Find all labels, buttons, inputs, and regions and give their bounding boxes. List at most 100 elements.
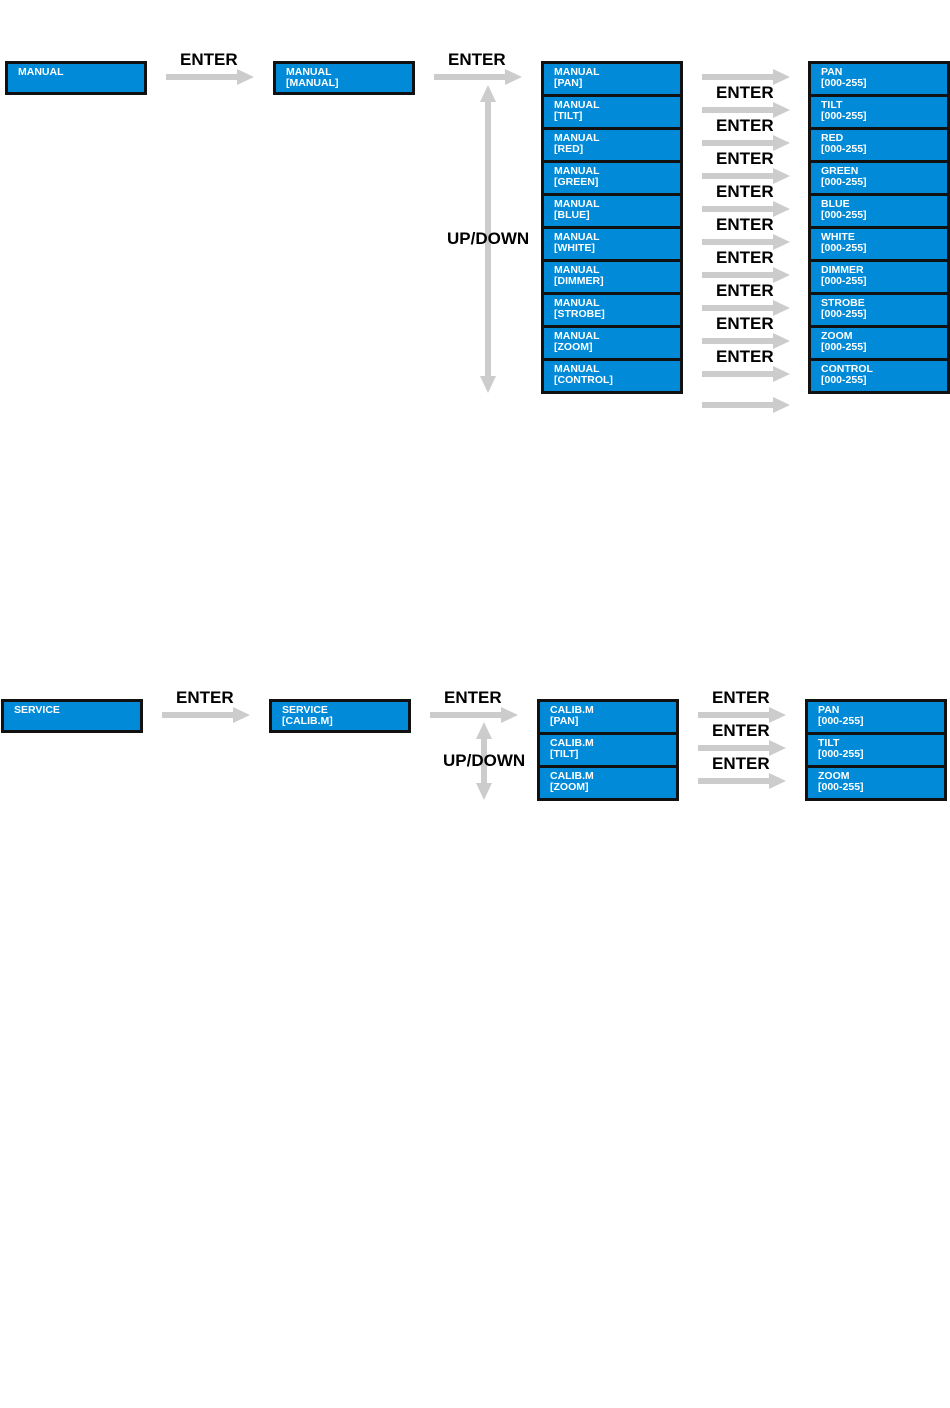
manual-item-display: MANUAL[PAN] bbox=[541, 61, 683, 97]
manual-item-display: MANUAL[GREEN] bbox=[541, 160, 683, 196]
manual-item-display: MANUAL[STROBE] bbox=[541, 292, 683, 328]
lcd-line: [000-255] bbox=[821, 275, 867, 287]
manual-value-display: RED[000-255] bbox=[808, 127, 950, 163]
enter-label: ENTER bbox=[716, 149, 774, 168]
right-arrow-icon bbox=[702, 135, 790, 151]
right-arrow-icon bbox=[702, 201, 790, 217]
lcd-line: [PAN] bbox=[550, 715, 579, 727]
lcd-line: MANUAL bbox=[554, 297, 600, 309]
lcd-line: [RED] bbox=[554, 143, 584, 155]
lcd-line: [DIMMER] bbox=[554, 275, 604, 287]
service-menu-display: SERVICE[CALIB.M] bbox=[269, 699, 411, 733]
lcd-line: CALIB.M bbox=[550, 737, 594, 749]
lcd-line: CONTROL bbox=[821, 363, 873, 375]
lcd-line: [000-255] bbox=[818, 781, 864, 793]
lcd-line: [STROBE] bbox=[554, 308, 605, 320]
right-arrow-icon bbox=[702, 102, 790, 118]
service-value-display: TILT[000-255] bbox=[805, 732, 947, 768]
up-down-arrow-icon bbox=[476, 722, 492, 800]
right-arrow-icon bbox=[702, 69, 790, 85]
up-down-arrow-icon bbox=[480, 85, 496, 393]
right-arrow-icon bbox=[702, 267, 790, 283]
lcd-line: CALIB.M bbox=[550, 770, 594, 782]
lcd-line: [000-255] bbox=[821, 209, 867, 221]
lcd-line: [000-255] bbox=[821, 308, 867, 320]
lcd-line: [PAN] bbox=[554, 77, 583, 89]
lcd-line: MANUAL bbox=[554, 264, 600, 276]
enter-label: ENTER bbox=[716, 347, 774, 366]
manual-value-display: PAN[000-255] bbox=[808, 61, 950, 97]
enter-label: ENTER bbox=[176, 688, 234, 707]
service-value-display: PAN[000-255] bbox=[805, 699, 947, 735]
lcd-line: MANUAL bbox=[554, 231, 600, 243]
lcd-line: MANUAL bbox=[18, 66, 64, 78]
lcd-line: MANUAL bbox=[554, 66, 600, 78]
lcd-line: [000-255] bbox=[818, 715, 864, 727]
service-item-display: CALIB.M[TILT] bbox=[537, 732, 679, 768]
updown-label: UP/DOWN bbox=[447, 229, 530, 248]
manual-item-display: MANUAL[ZOOM] bbox=[541, 325, 683, 361]
manual-value-display: GREEN[000-255] bbox=[808, 160, 950, 196]
lcd-line: TILT bbox=[821, 99, 843, 111]
lcd-line: [CALIB.M] bbox=[282, 715, 333, 727]
lcd-line: [ZOOM] bbox=[550, 781, 589, 793]
lcd-line: SERVICE bbox=[282, 704, 328, 716]
enter-label: ENTER bbox=[180, 50, 238, 69]
right-arrow-icon bbox=[702, 168, 790, 184]
right-arrow-icon bbox=[702, 300, 790, 316]
lcd-line: [000-255] bbox=[818, 748, 864, 760]
lcd-line: MANUAL bbox=[554, 165, 600, 177]
lcd-line: RED bbox=[821, 132, 844, 144]
right-arrow-icon bbox=[702, 397, 790, 413]
lcd-line: [000-255] bbox=[821, 242, 867, 254]
right-arrow-icon bbox=[162, 707, 250, 723]
enter-label: ENTER bbox=[716, 182, 774, 201]
right-arrow-icon bbox=[430, 707, 518, 723]
lcd-line: MANUAL bbox=[286, 66, 332, 78]
lcd-line: [CONTROL] bbox=[554, 374, 613, 386]
enter-label: ENTER bbox=[712, 688, 770, 707]
lcd-line: [WHITE] bbox=[554, 242, 595, 254]
manual-value-display: TILT[000-255] bbox=[808, 94, 950, 130]
enter-label: ENTER bbox=[716, 281, 774, 300]
manual-value-display: DIMMER[000-255] bbox=[808, 259, 950, 295]
lcd-line: DIMMER bbox=[821, 264, 864, 276]
updown-label: UP/DOWN bbox=[443, 751, 526, 770]
service-item-display: CALIB.M[PAN] bbox=[537, 699, 679, 735]
service-root-display: SERVICE bbox=[1, 699, 143, 733]
right-arrow-icon bbox=[702, 366, 790, 382]
manual-item-display: MANUAL[RED] bbox=[541, 127, 683, 163]
lcd-line: [GREEN] bbox=[554, 176, 599, 188]
lcd-line: MANUAL bbox=[554, 330, 600, 342]
lcd-line: [ZOOM] bbox=[554, 341, 593, 353]
manual-value-display: STROBE[000-255] bbox=[808, 292, 950, 328]
enter-label: ENTER bbox=[448, 50, 506, 69]
right-arrow-icon bbox=[434, 69, 522, 85]
manual-root-display: MANUAL bbox=[5, 61, 147, 95]
service-item-display: CALIB.M[ZOOM] bbox=[537, 765, 679, 801]
enter-label: ENTER bbox=[716, 83, 774, 102]
manual-menu-display: MANUAL[MANUAL] bbox=[273, 61, 415, 95]
lcd-line: [000-255] bbox=[821, 143, 867, 155]
lcd-line: [000-255] bbox=[821, 77, 867, 89]
lcd-line: PAN bbox=[821, 66, 843, 78]
manual-item-display: MANUAL[DIMMER] bbox=[541, 259, 683, 295]
right-arrow-icon bbox=[702, 333, 790, 349]
right-arrow-icon bbox=[698, 707, 786, 723]
manual-item-display: MANUAL[WHITE] bbox=[541, 226, 683, 262]
lcd-line: [000-255] bbox=[821, 374, 867, 386]
lcd-line: STROBE bbox=[821, 297, 865, 309]
lcd-line: TILT bbox=[818, 737, 840, 749]
manual-item-display: MANUAL[CONTROL] bbox=[541, 358, 683, 394]
manual-item-display: MANUAL[BLUE] bbox=[541, 193, 683, 229]
right-arrow-icon bbox=[702, 234, 790, 250]
enter-label: ENTER bbox=[712, 754, 770, 773]
right-arrow-icon bbox=[698, 740, 786, 756]
manual-item-display: MANUAL[TILT] bbox=[541, 94, 683, 130]
enter-label: ENTER bbox=[716, 248, 774, 267]
manual-value-display: CONTROL[000-255] bbox=[808, 358, 950, 394]
lcd-line: [000-255] bbox=[821, 341, 867, 353]
lcd-line: BLUE bbox=[821, 198, 850, 210]
lcd-line: CALIB.M bbox=[550, 704, 594, 716]
lcd-line: PAN bbox=[818, 704, 840, 716]
